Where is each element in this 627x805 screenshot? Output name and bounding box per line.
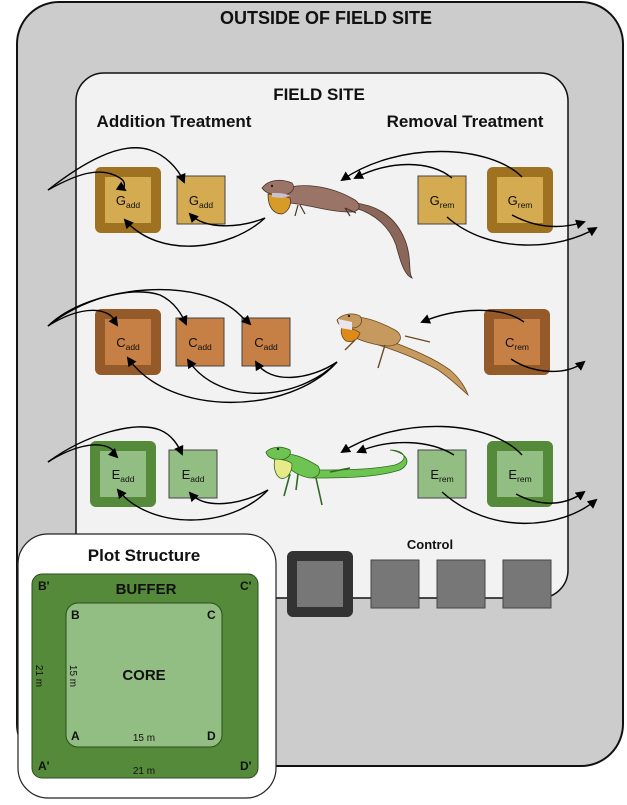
plot-core: [105, 177, 151, 223]
plot-label: Cadd: [188, 335, 212, 352]
arrow-crem-to-lizard: [420, 309, 525, 324]
plot-label: Eadd: [112, 467, 135, 484]
plot-g-add-2: Gadd: [176, 175, 226, 225]
inner-bottom-dimension: 15 m: [133, 733, 155, 744]
arrow-lizard-to-cadd-2: [186, 358, 338, 394]
arrow-grem-to-lizard-2: [340, 150, 523, 182]
plot-core: [297, 561, 343, 607]
control-plot-4: [502, 559, 552, 609]
arrow-lizard-to-gadd-2: [188, 212, 266, 227]
inner-side-dimension: 15 m: [67, 665, 78, 687]
arrow-outside-to-gadd-2: [47, 147, 186, 191]
plot-core: [241, 317, 291, 367]
corner-inner-bottom-left: A: [71, 729, 80, 743]
arrow-grem-to-outside-2: [446, 216, 598, 246]
arrow-outside-to-cadd-2: [47, 291, 188, 327]
brown-anole-lizard: [261, 179, 414, 279]
arrow-lizard-to-cadd-3: [254, 360, 338, 379]
plot-e-add-1: Eadd: [90, 441, 156, 507]
arrow-erem-to-lizard-2: [340, 425, 523, 456]
plot-core: [168, 449, 218, 499]
control-plot-1: [287, 551, 353, 617]
plot-g-rem-1: Grem: [417, 175, 467, 225]
corner-outer-top-right: C': [240, 579, 252, 593]
corner-inner-top-right: C: [207, 608, 216, 622]
buffer-label: BUFFER: [116, 581, 177, 598]
plot-label: Gadd: [116, 193, 141, 210]
core-label: CORE: [122, 667, 165, 684]
control-plot-3: [436, 559, 486, 609]
arrow-lizard-to-eadd-2: [188, 489, 269, 505]
outer-bottom-dimension: 21 m: [133, 766, 155, 777]
plot-e-rem-1: Erem: [417, 449, 467, 499]
plot-label: Cadd: [116, 335, 140, 352]
plot-core: [497, 451, 543, 497]
green-anole-lizard: [265, 446, 408, 506]
plot-c-add-1: Cadd: [95, 309, 161, 375]
plot-c-add-3: Cadd: [241, 317, 291, 367]
arrow-lizard-to-gadd-1: [123, 217, 266, 247]
plot-g-add-1: Gadd: [95, 167, 161, 233]
plot-structure-title: Plot Structure: [88, 546, 200, 565]
arrow-crem-to-outside: [510, 358, 586, 373]
plot-core: [436, 559, 486, 609]
arrow-lizard-to-eadd-1: [116, 488, 269, 521]
arrow-outside-to-gadd-1: [47, 171, 127, 192]
arrow-outside-to-cadd-3: [47, 288, 252, 327]
arrow-grem-to-outside-1: [511, 214, 586, 230]
plot-c-rem-1: Crem: [484, 309, 550, 375]
plot-structure-inset: Plot Structure BUFFER CORE B' C' A' D' B…: [17, 533, 277, 799]
arrow-erem-to-outside-1: [515, 490, 586, 504]
plot-core: [497, 177, 543, 223]
control-plots: [287, 551, 552, 617]
plot-label: Cadd: [254, 335, 278, 352]
plot-core: [494, 319, 540, 365]
plot-core: [175, 317, 225, 367]
plot-label: Eadd: [182, 467, 205, 484]
plot-g-rem-2: Grem: [487, 167, 553, 233]
plot-core: [417, 175, 467, 225]
plot-core: [502, 559, 552, 609]
outer-side-dimension: 21 m: [33, 665, 44, 687]
removal-treatment-heading: Removal Treatment: [387, 112, 544, 131]
tan-anole-lizard: [336, 313, 469, 397]
plot-label: Crem: [505, 335, 529, 352]
control-plot-2: [370, 559, 420, 609]
plot-label: Erem: [508, 467, 531, 484]
arrow-outside-to-cadd-1: [47, 309, 119, 327]
corner-inner-bottom-right: D: [207, 729, 216, 743]
corner-outer-bottom-left: A': [38, 759, 50, 773]
plot-label: Grem: [508, 193, 533, 210]
corner-outer-top-left: B': [38, 579, 50, 593]
arrow-erem-to-outside-2: [441, 491, 598, 525]
outside-field-site-label: OUTSIDE OF FIELD SITE: [220, 8, 432, 28]
addition-treatment-heading: Addition Treatment: [97, 112, 252, 131]
movement-arrows: [47, 147, 598, 525]
plot-label: Erem: [430, 467, 453, 484]
plot-label: Grem: [430, 193, 455, 210]
corner-outer-bottom-right: D': [240, 759, 252, 773]
arrow-outside-to-eadd-2: [47, 426, 184, 463]
corner-inner-top-left: B: [71, 608, 80, 622]
control-label: Control: [407, 537, 453, 552]
arrow-lizard-to-cadd-1: [126, 356, 338, 403]
field-site-label: FIELD SITE: [273, 85, 365, 104]
arrow-grem-to-lizard-1: [353, 163, 453, 179]
core-zone: [65, 602, 223, 748]
arrow-outside-to-eadd-1: [47, 444, 119, 463]
plot-label: Gadd: [189, 193, 214, 210]
plot-e-rem-2: Erem: [487, 441, 553, 507]
arrow-erem-to-lizard-1: [356, 441, 455, 456]
plot-core: [417, 449, 467, 499]
plot-c-add-2: Cadd: [175, 317, 225, 367]
plot-e-add-2: Eadd: [168, 449, 218, 499]
plot-core: [370, 559, 420, 609]
plot-core: [176, 175, 226, 225]
